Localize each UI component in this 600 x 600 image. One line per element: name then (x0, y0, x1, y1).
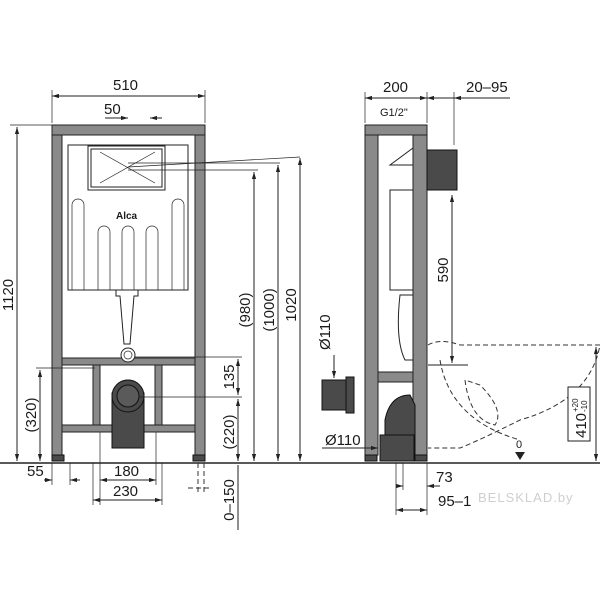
dim-20-95: 20–95 (466, 79, 508, 96)
dim-55: 55 (27, 463, 44, 480)
tolerance-minus: -10 (580, 400, 589, 412)
dim-inlet-offset: 50 (104, 101, 121, 118)
dim-seat-height: 410 (573, 413, 590, 438)
dim-180: 180 (114, 463, 139, 480)
dim-diameter-top: Ø110 (317, 314, 334, 350)
drain-elbow (111, 379, 145, 449)
dim-320: (320) (23, 397, 40, 432)
dim-135: 135 (221, 364, 238, 389)
tolerance-plus: +20 (571, 398, 580, 412)
brand-logo: Alca (116, 211, 138, 222)
dim-depth: 200 (383, 79, 408, 96)
zero-level-label: 0 (516, 439, 522, 451)
dim-230: 230 (113, 483, 138, 500)
dim-width: 510 (113, 77, 138, 94)
side-cistern (321, 147, 458, 462)
dim-1020: 1020 (283, 288, 300, 321)
dim-95: 95–1 (438, 493, 471, 510)
dim-1000: (1000) (261, 288, 278, 331)
side-view-frame (364, 124, 428, 462)
dim-73: 73 (436, 469, 453, 486)
front-dimensions: 510 50 1120 (980) (1000) 1020 135 (220) … (0, 77, 303, 530)
cistern: Alca (67, 144, 189, 363)
dim-980: (980) (237, 292, 254, 327)
toilet-bowl-outline (427, 341, 600, 449)
dim-diameter-bottom: Ø110 (325, 432, 361, 449)
inlet-thread-label: G1/2" (380, 107, 408, 119)
zero-level-icon (515, 452, 525, 460)
dim-220: (220) (221, 414, 238, 449)
dim-height-total: 1120 (0, 279, 17, 311)
side-dimensions: 200 20–95 G1/2" 590 Ø110 Ø110 73 95–1 41… (317, 79, 599, 515)
dim-590: 590 (435, 257, 452, 282)
watermark: BELSKLAD.by (478, 490, 574, 505)
dim-0-150: 0–150 (221, 479, 238, 521)
